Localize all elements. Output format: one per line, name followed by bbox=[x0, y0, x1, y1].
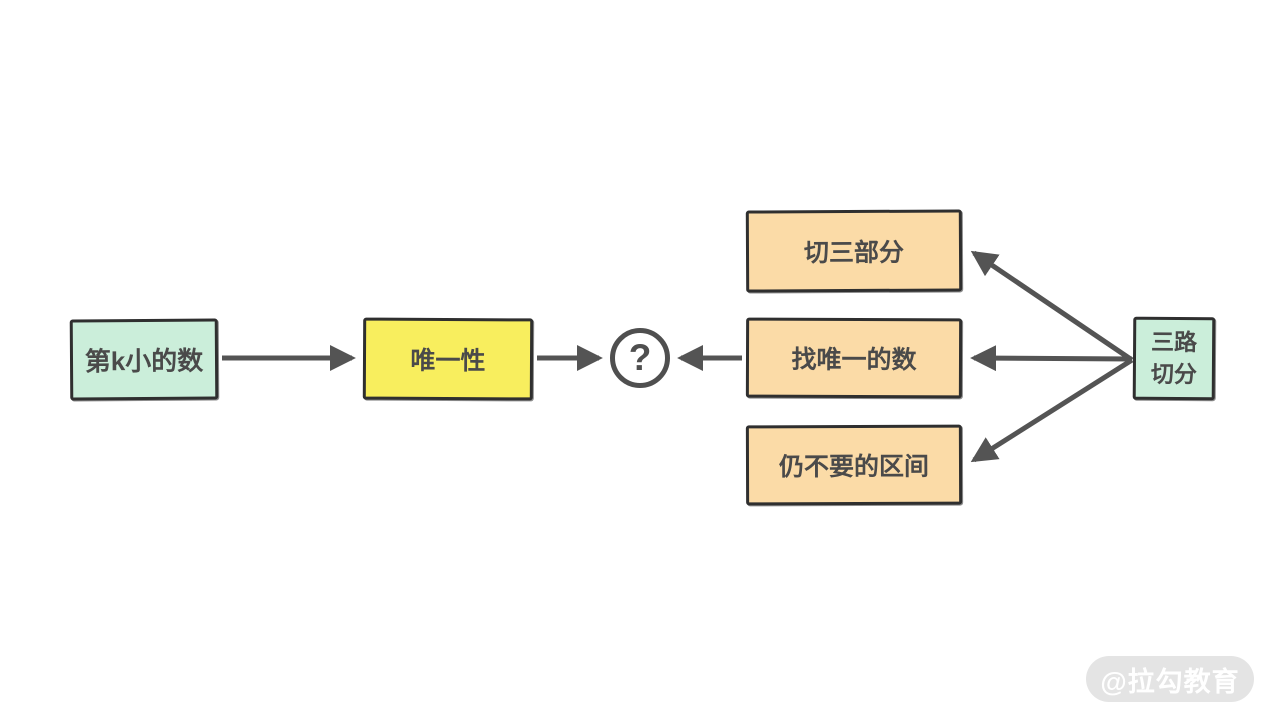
arrow-threeway-to-discard bbox=[970, 357, 1134, 463]
watermark-label: @拉勾教育 bbox=[1100, 666, 1240, 697]
arrow-threeway-to-findunique bbox=[970, 345, 1133, 372]
node-uniqueness: 唯一性 bbox=[362, 317, 534, 401]
node-discard-interval-label: 仍不要的区间 bbox=[778, 452, 930, 482]
node-cut-three-parts: 切三部分 bbox=[745, 209, 963, 293]
node-cut-three-parts-label: 切三部分 bbox=[803, 238, 905, 268]
node-find-unique-number-label: 找唯一的数 bbox=[791, 345, 917, 375]
node-question-circle: ? bbox=[610, 328, 670, 388]
node-uniqueness-label: 唯一性 bbox=[410, 346, 486, 376]
node-find-unique-number: 找唯一的数 bbox=[745, 317, 963, 399]
question-mark-label: ? bbox=[628, 337, 652, 378]
node-kth-smallest: 第k小的数 bbox=[69, 318, 219, 401]
watermark-badge: @拉勾教育 bbox=[1086, 656, 1254, 702]
node-three-way-partition-label: 三路切分 bbox=[1150, 329, 1198, 387]
arrow-threeway-to-cutthree bbox=[970, 250, 1134, 363]
node-three-way-partition: 三路切分 bbox=[1132, 316, 1216, 401]
node-discard-interval: 仍不要的区间 bbox=[745, 424, 963, 506]
node-kth-smallest-label: 第k小的数 bbox=[84, 345, 204, 377]
